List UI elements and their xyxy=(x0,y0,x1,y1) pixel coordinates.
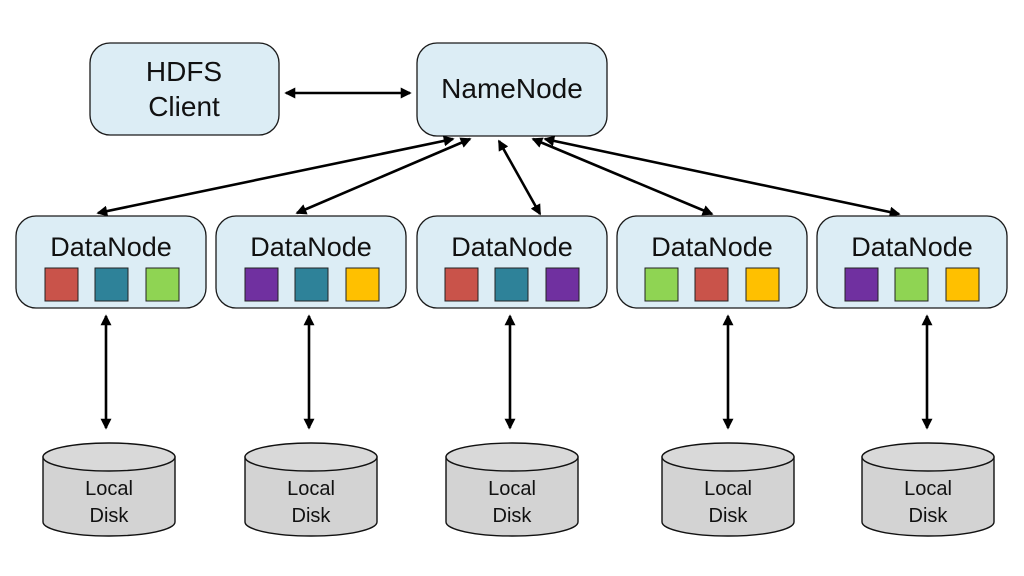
local-disk-label-line1: Local xyxy=(85,478,133,500)
green-block xyxy=(894,267,929,302)
local-disk-label-line2: Disk xyxy=(493,505,533,527)
teal-block xyxy=(94,267,129,302)
namenode-label: NameNode xyxy=(441,73,583,104)
local-disk-2: Local Disk xyxy=(244,442,378,537)
namenode-node: NameNode xyxy=(416,42,608,137)
teal-block xyxy=(494,267,529,302)
red-block xyxy=(44,267,79,302)
hdfs-client-label-line2: Client xyxy=(148,91,220,122)
local-disk-label-line1: Local xyxy=(704,478,752,500)
datanode-label: DataNode xyxy=(851,232,973,262)
local-disk-label-line2: Disk xyxy=(90,505,130,527)
yellow-block xyxy=(345,267,380,302)
datanode-label: DataNode xyxy=(50,232,172,262)
local-disk-label-line2: Disk xyxy=(909,505,949,527)
red-block xyxy=(444,267,479,302)
hdfs-client-label-line1: HDFS xyxy=(146,56,222,87)
local-disk-1: Local Disk xyxy=(42,442,176,537)
datanode-4: DataNode xyxy=(616,215,808,309)
purple-block xyxy=(844,267,879,302)
green-block xyxy=(644,267,679,302)
datanode-label: DataNode xyxy=(651,232,773,262)
namenode-datanode-arrow-2 xyxy=(295,137,472,215)
datanode-label: DataNode xyxy=(451,232,573,262)
namenode-datanode-arrow-4 xyxy=(531,137,714,216)
local-disk-label-line1: Local xyxy=(904,478,952,500)
local-disk-4: Local Disk xyxy=(661,442,795,537)
namenode-datanode-arrow-5 xyxy=(543,135,901,218)
local-disk-5: Local Disk xyxy=(861,442,995,537)
local-disk-label-line1: Local xyxy=(287,478,335,500)
yellow-block xyxy=(745,267,780,302)
datanode-3: DataNode xyxy=(416,215,608,309)
local-disk-label-line2: Disk xyxy=(292,505,332,527)
datanode-1: DataNode xyxy=(15,215,207,309)
datanode-label: DataNode xyxy=(250,232,372,262)
teal-block xyxy=(294,267,329,302)
datanode-disk-arrows xyxy=(100,314,933,430)
yellow-block xyxy=(945,267,980,302)
local-disk-3: Local Disk xyxy=(445,442,579,537)
datanode-2: DataNode xyxy=(215,215,407,309)
purple-block xyxy=(244,267,279,302)
namenode-datanode-arrows xyxy=(96,135,901,218)
red-block xyxy=(694,267,729,302)
local-disk-label-line1: Local xyxy=(488,478,536,500)
namenode-datanode-arrow-1 xyxy=(96,135,455,217)
datanode-5: DataNode xyxy=(816,215,1008,309)
hdfs-client-node: HDFS Client xyxy=(89,42,280,136)
namenode-datanode-arrow-3 xyxy=(497,139,542,216)
local-disk-label-line2: Disk xyxy=(709,505,749,527)
purple-block xyxy=(545,267,580,302)
green-block xyxy=(145,267,180,302)
